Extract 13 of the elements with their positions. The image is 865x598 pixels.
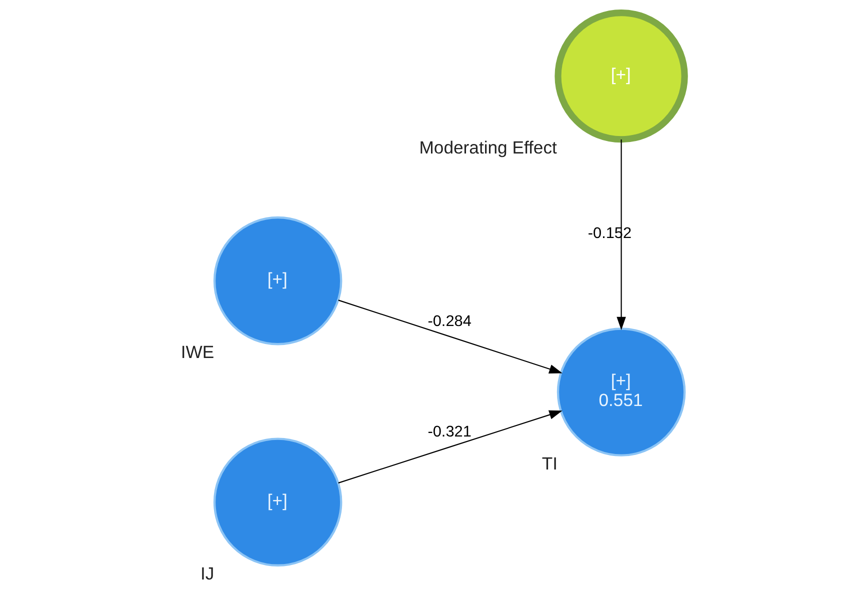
node-label: Moderating Effect	[419, 137, 557, 158]
node-circle: [+] 0.551	[556, 328, 686, 456]
node-label: IWE	[180, 342, 214, 362]
arrow	[616, 140, 626, 330]
node-label: IJ	[200, 564, 214, 584]
node-circle: [+]	[554, 9, 688, 143]
node-circle: [+]	[213, 216, 342, 346]
edge-label: -0.284	[428, 313, 472, 330]
node-circle: [+]	[213, 438, 342, 566]
arrow	[338, 300, 562, 374]
arrow	[338, 410, 562, 484]
node-label: TI	[542, 453, 558, 474]
edge-label: -0.321	[428, 423, 472, 440]
